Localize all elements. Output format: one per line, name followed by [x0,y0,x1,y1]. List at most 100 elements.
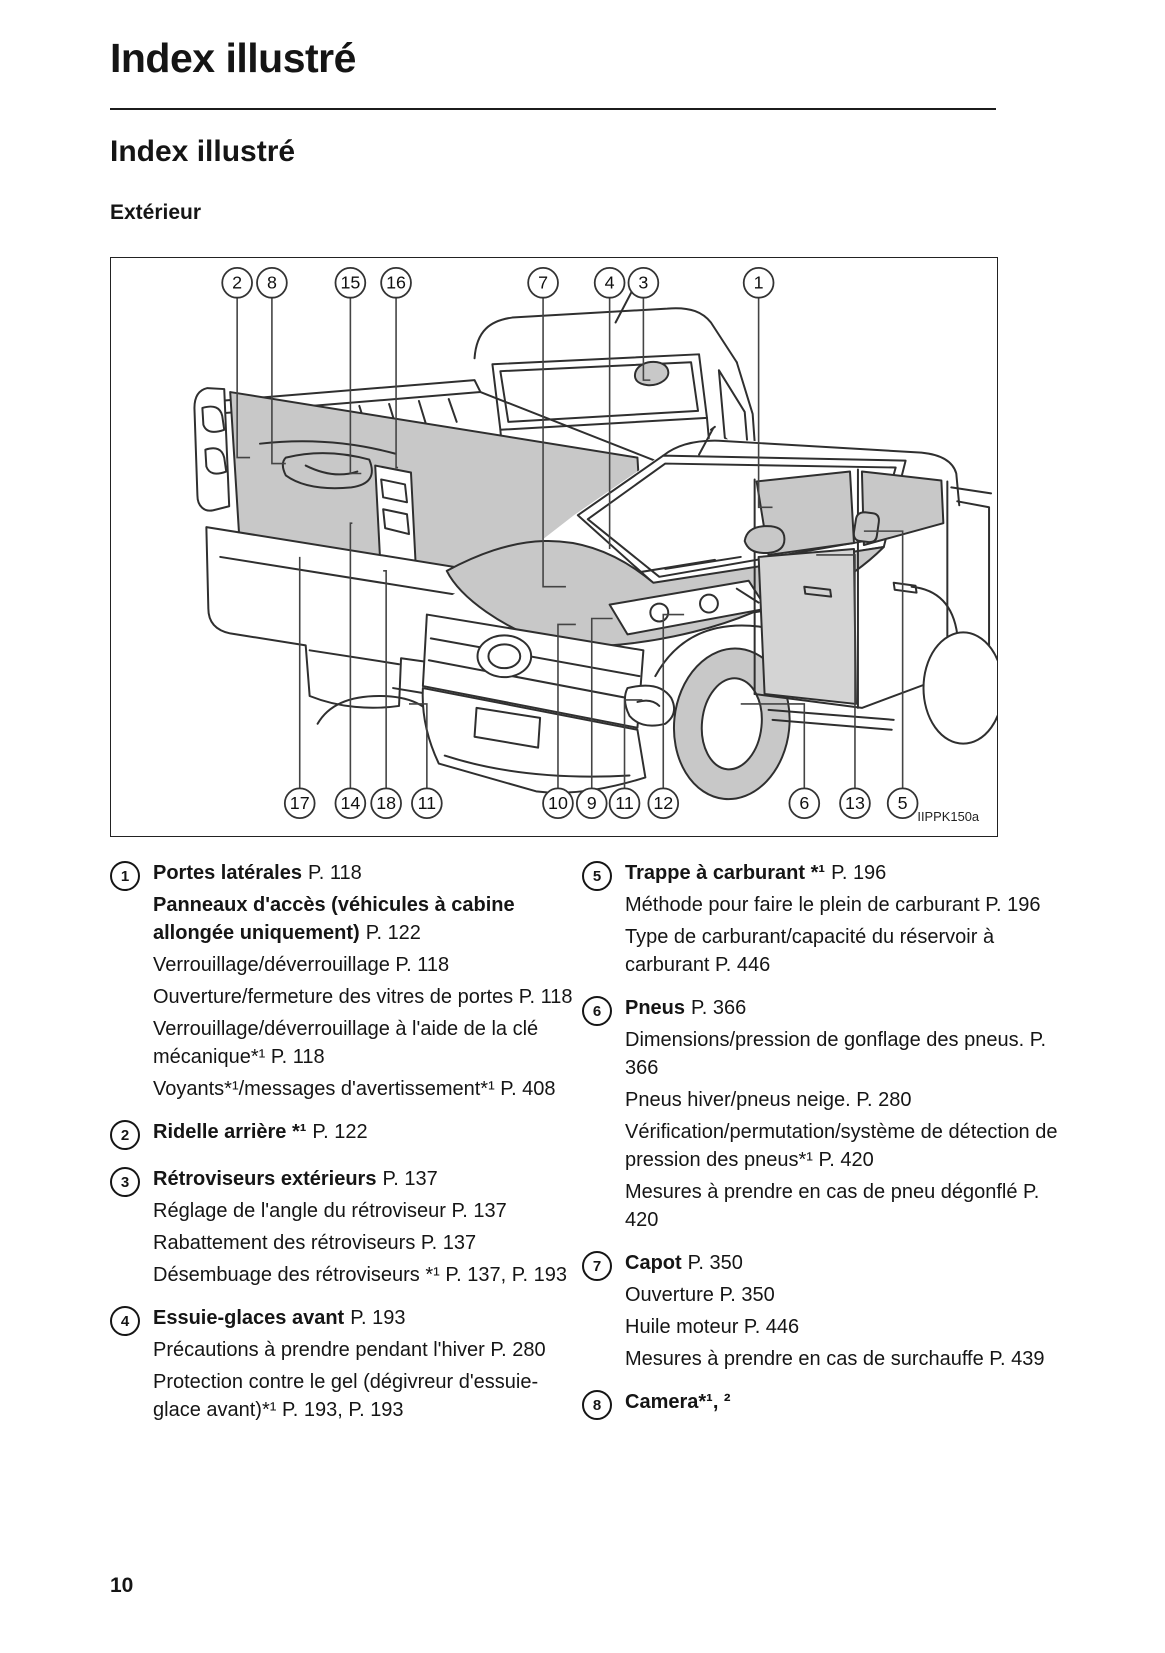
callout-5: 5 [886,787,919,820]
vehicle-diagram-svg: 2 8 15 16 7 4 3 1 17 14 18 11 10 9 11 12 6 13 5 IIPPK150a [193,266,997,824]
front-truck-illustration [421,425,997,804]
item-title: Essuie-glaces avant [153,1307,345,1329]
title-rule [110,108,996,110]
item-subentry: Huile moteur P. 446 [625,1316,800,1338]
callout-13: 13 [839,787,871,820]
callout-7: 7 [527,266,559,299]
callout-8: 8 [256,266,288,299]
item-subentry: Dimensions/pression de gonflage des pneu… [625,1029,1047,1079]
svg-text:10: 10 [548,793,568,813]
svg-text:2: 2 [232,273,242,293]
item-page-ref: P. 122 [312,1121,368,1143]
item-page-ref: P. 137 [382,1168,438,1190]
diagram-figure-code: IIPPK150a [917,809,980,824]
item-subentry: Verrouillage/déverrouillage P. 118 [153,954,450,976]
svg-text:4: 4 [605,273,615,293]
item-number-badge: 2 [110,1120,140,1150]
svg-text:12: 12 [653,793,673,813]
svg-text:5: 5 [898,793,908,813]
item-subentry: Réglage de l'angle du rétroviseur P. 137 [153,1200,507,1222]
callout-2: 2 [221,266,253,299]
svg-text:1: 1 [754,273,764,293]
item-number-badge: 5 [582,861,612,891]
svg-text:8: 8 [267,273,277,293]
callout-14: 14 [334,787,367,820]
item-subentry: Verrouillage/déverrouillage à l'aide de … [153,1018,539,1068]
callout-1: 1 [742,266,775,299]
item-page-ref: P. 196 [831,862,887,884]
item-heading: Camera*¹, ² [625,1388,737,1416]
item-subentry: Ouverture P. 350 [625,1284,775,1306]
callout-11: 11 [608,787,641,820]
item-page-ref: P. 118 [307,862,362,884]
callout-10: 10 [542,787,574,820]
item-subentry: Précautions à prendre pendant l'hiver P.… [153,1339,546,1361]
svg-text:9: 9 [587,793,597,813]
item-subentry: Mesures à prendre en cas de surchauffe P… [625,1348,1045,1370]
section-title: Index illustré [110,135,296,168]
item-page-ref: P. 122 [365,922,421,944]
item-title: Ridelle arrière *¹ [153,1121,307,1143]
svg-text:13: 13 [845,793,865,813]
item-subtitle: Panneaux d'accès (véhicules à cabine all… [153,894,515,944]
item-title: Camera*¹, ² [625,1391,731,1413]
callout-4: 4 [593,266,626,299]
item-subentry: Type de carburant/capacité du réservoir … [625,926,995,976]
callout-6: 6 [788,787,821,820]
item-title: Capot [625,1252,682,1274]
item-subentry: Pneus hiver/pneus neige. P. 280 [625,1089,912,1111]
item-page-ref: P. 366 [691,997,747,1019]
callout-16: 16 [380,266,412,299]
item-number-badge: 3 [110,1167,140,1197]
item-subentry: Mesures à prendre en cas de pneu dégonfl… [625,1181,1040,1231]
svg-text:11: 11 [418,793,437,813]
callout-3: 3 [627,266,660,299]
svg-text:15: 15 [340,273,360,293]
subsection-label: Extérieur [110,201,202,224]
item-page-ref: P. 193 [350,1307,406,1329]
callout-circles: 2 8 15 16 7 4 3 1 17 14 18 11 10 9 11 12 6 13 5 [221,266,919,820]
svg-text:18: 18 [376,793,396,813]
callout-18: 18 [370,787,402,820]
item-number-badge: 7 [582,1251,612,1281]
vehicle-diagram: 2 8 15 16 7 4 3 1 17 14 18 11 10 9 11 12 6 13 5 IIPPK150a [110,257,998,837]
item-subentry: Méthode pour faire le plein de carburant… [625,894,1041,916]
item-number-badge: 4 [110,1306,140,1336]
page-number: 10 [110,1574,134,1597]
item-subentry: Désembuage des rétroviseurs *¹ P. 137, P… [153,1264,567,1286]
callout-9: 9 [575,787,608,820]
item-subentry: Voyants*¹/messages d'avertissement*¹ P. … [153,1078,556,1100]
item-number-badge: 1 [110,861,140,891]
callout-17: 17 [283,787,316,820]
item-subentry: Ouverture/fermeture des vitres de portes… [153,986,573,1008]
svg-text:6: 6 [799,793,809,813]
callout-11: 11 [411,787,443,820]
index-item-8: 8 Camera*¹, ² [582,1388,1065,1420]
item-page-ref: P. 350 [687,1252,743,1274]
svg-text:7: 7 [538,273,548,293]
svg-text:16: 16 [386,273,406,293]
callout-leader-lines [236,297,904,789]
item-number-badge: 8 [582,1390,612,1420]
svg-text:14: 14 [340,793,360,813]
callout-15: 15 [334,266,367,299]
svg-text:3: 3 [638,273,648,293]
svg-text:11: 11 [615,793,634,813]
item-title: Rétroviseurs extérieurs [153,1168,377,1190]
